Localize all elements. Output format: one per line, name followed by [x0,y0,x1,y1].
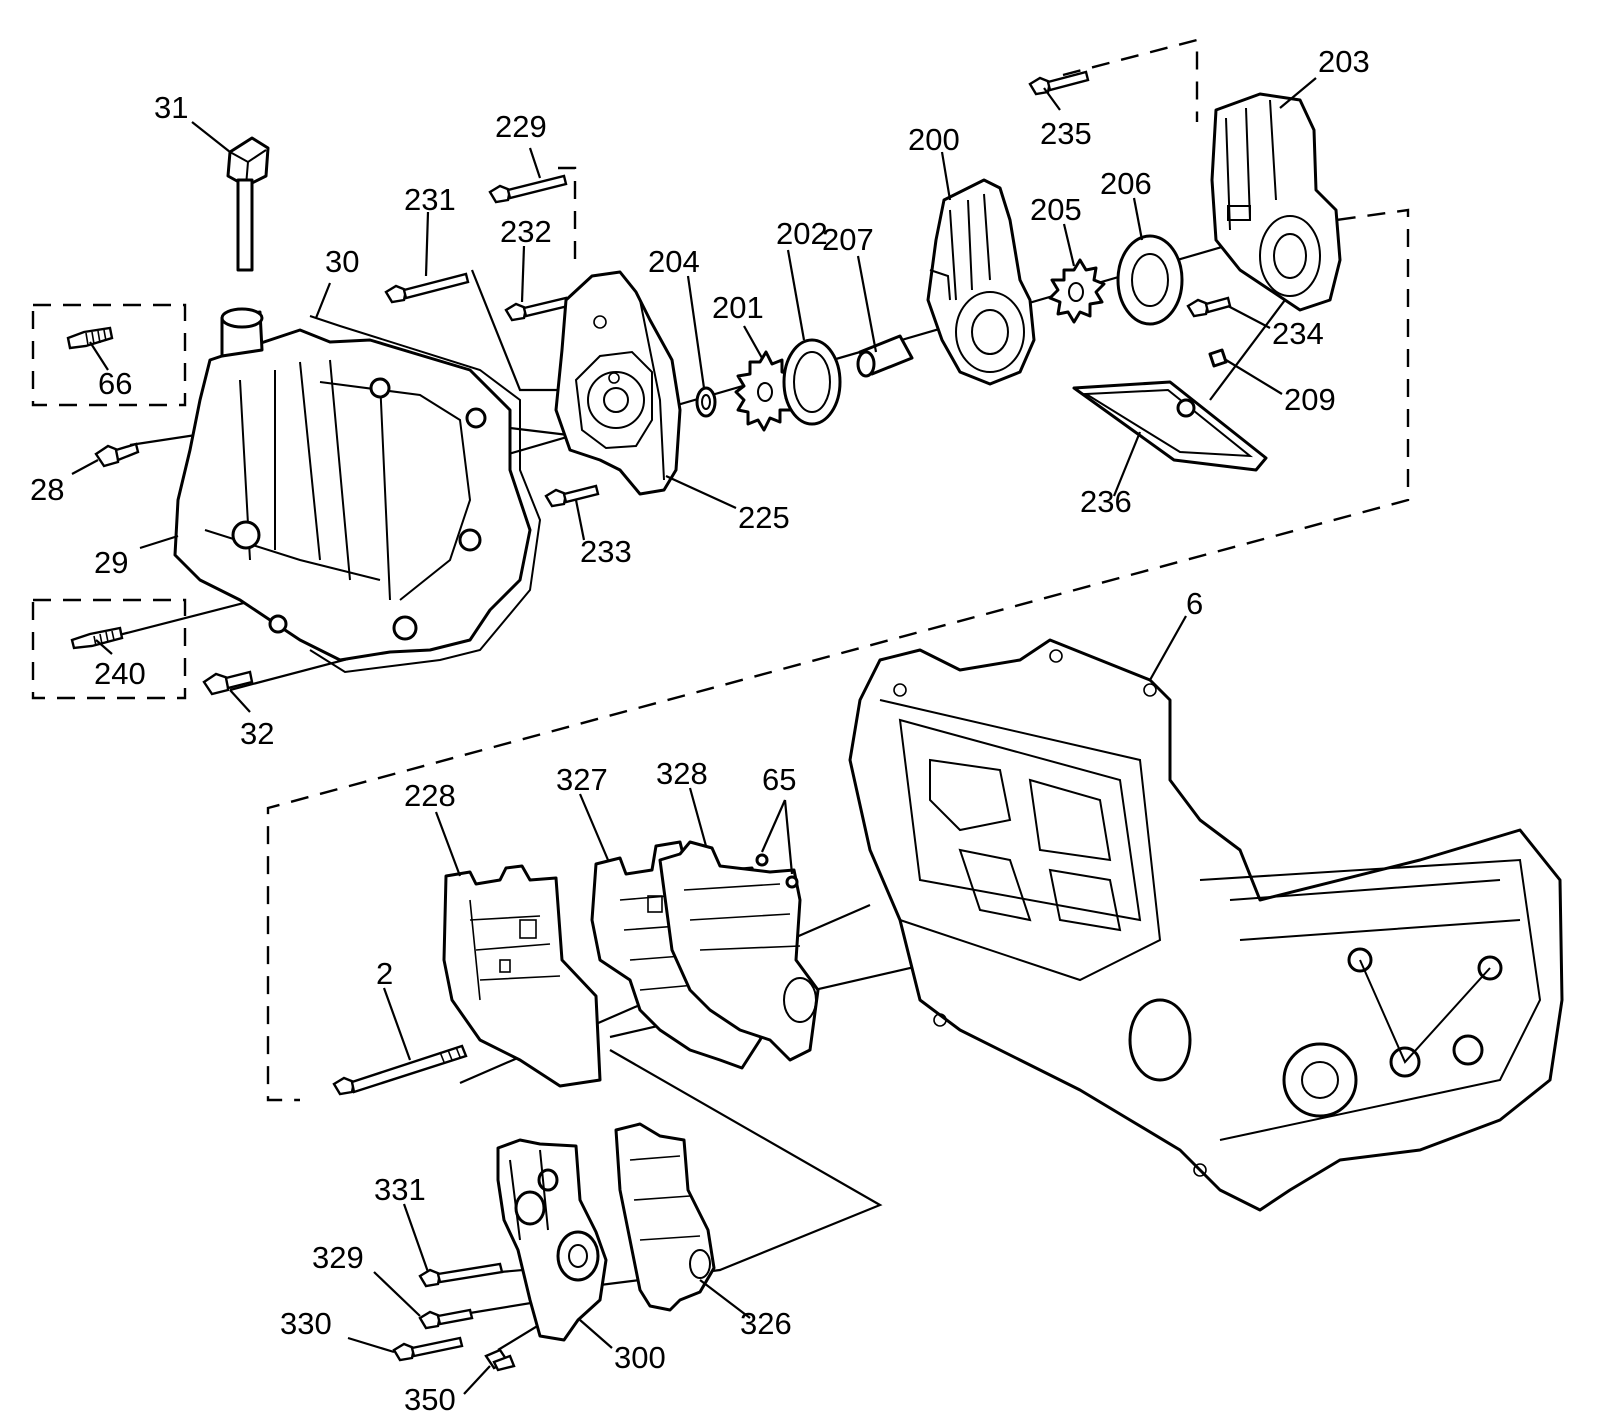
callout-328: 328 [656,756,708,791]
callout-30: 30 [325,244,359,279]
callout-200: 200 [908,122,960,157]
part-32-bolt [202,670,254,696]
part-326-spacer-plate [614,1122,716,1312]
callout-65: 65 [762,762,796,797]
callout-350: 350 [404,1382,456,1417]
group-boundary-lines [31,38,1410,1102]
callout-203: 203 [1318,44,1370,79]
callout-28: 28 [30,472,64,507]
part-202-driven-gear [782,338,842,426]
callout-206: 206 [1100,166,1152,201]
part-66-stud [66,326,114,350]
callout-236: 236 [1080,484,1132,519]
callout-6: 6 [1186,586,1203,621]
callout-233: 233 [580,534,632,569]
part-29-side-cover [173,307,532,662]
callout-330: 330 [280,1306,332,1341]
part-200-pump-body [926,178,1036,386]
callout-32: 32 [240,716,274,751]
part-328-plate [658,840,820,1062]
part-203-housing [1210,92,1342,312]
part-31-dipstick [226,136,270,272]
callout-31: 31 [154,90,188,125]
part-209-seal [1208,348,1228,368]
part-30-gasket [309,315,542,674]
callout-231: 231 [404,182,456,217]
part-236-filter [1072,380,1268,472]
callout-235: 235 [1040,116,1092,151]
callout-204: 204 [648,244,700,279]
part-330-bolt [392,1336,464,1362]
callout-66: 66 [98,366,132,401]
callout-29: 29 [94,545,128,580]
part-331-bolt [418,1262,504,1288]
part-228-plate [442,864,602,1088]
part-300-valve-body [496,1138,608,1342]
callout-209: 209 [1284,382,1336,417]
part-207-shaft [856,334,914,378]
optional-part-box-240 [31,598,187,700]
callout-201: 201 [712,290,764,325]
part-229-bolt [488,174,568,204]
part-235-bolt [1028,70,1090,96]
part-201-drive-gear [734,350,796,432]
callout-labels: 31 229 231 232 30 66 28 29 240 32 233 22… [30,44,1370,1417]
callout-225: 225 [738,500,790,535]
callout-2: 2 [376,956,393,991]
part-240-stud [70,626,124,650]
callout-205: 205 [1030,192,1082,227]
callout-leaders [71,77,1317,1395]
part-234-bolt [1186,296,1232,318]
part-2-bolt [332,1044,468,1096]
part-28-bolt [94,442,140,468]
callout-234: 234 [1272,316,1324,351]
callout-240: 240 [94,656,146,691]
part-329-bolt [418,1308,474,1330]
callout-329: 329 [312,1240,364,1275]
part-232-bolt [504,296,570,322]
part-350-fitting [484,1348,516,1372]
part-65-balls [755,799,799,889]
part-206-ring [1116,234,1184,326]
callout-300: 300 [614,1340,666,1375]
callout-327: 327 [556,762,608,797]
part-205-gear [1048,258,1106,324]
callout-229: 229 [495,109,547,144]
optional-part-box-66 [31,303,187,407]
callout-228: 228 [404,778,456,813]
callout-202: 202 [776,216,828,251]
part-6-transmission-case [848,638,1564,1212]
callout-207: 207 [822,222,874,257]
part-204-bushing [695,386,717,418]
callout-326: 326 [740,1306,792,1341]
part-231-bolt [384,272,470,304]
callout-232: 232 [500,214,552,249]
part-233-bolt [544,484,600,508]
part-225-pump-cover [554,270,682,496]
callout-331: 331 [374,1172,426,1207]
